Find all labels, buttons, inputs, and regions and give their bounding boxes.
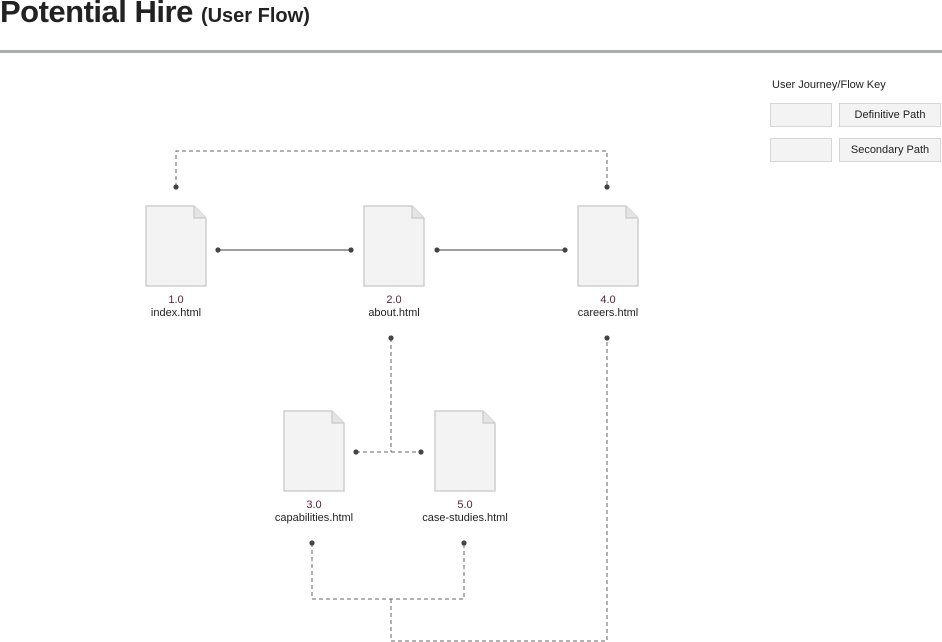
path-endpoint xyxy=(215,247,221,253)
path-endpoint xyxy=(418,449,424,455)
path-endpoint xyxy=(434,247,440,253)
secondary-path-careers-lower xyxy=(390,338,608,642)
path-endpoint xyxy=(562,247,568,253)
path-endpoint xyxy=(388,335,394,341)
path-endpoint xyxy=(604,335,610,341)
node-index[interactable]: 1.0 index.html xyxy=(121,294,231,320)
path-endpoint xyxy=(348,247,354,253)
key-sample-definitive xyxy=(770,103,832,127)
node-case-studies[interactable]: 5.0 case-studies.html xyxy=(410,499,520,525)
key-title: User Journey/Flow Key xyxy=(772,79,886,91)
page-icon-about[interactable] xyxy=(363,205,425,287)
node-file: capabilities.html xyxy=(274,512,354,524)
page-subtitle: (User Flow) xyxy=(200,5,310,27)
key-label-secondary: Secondary Path xyxy=(839,138,941,162)
page-icon-capabilities[interactable] xyxy=(283,410,345,492)
path-endpoint xyxy=(309,540,315,546)
node-file: case-studies.html xyxy=(422,512,508,524)
secondary-path-index-careers xyxy=(175,150,608,187)
path-endpoint xyxy=(353,449,359,455)
node-number: 3.0 xyxy=(306,499,322,511)
path-endpoint xyxy=(604,184,610,190)
page-title: Potential Hire (User Flow) xyxy=(0,0,310,30)
node-number: 5.0 xyxy=(457,499,473,511)
path-endpoint xyxy=(173,184,179,190)
node-number: 4.0 xyxy=(600,294,616,306)
secondary-path-lower-bracket xyxy=(311,543,465,600)
key-sample-secondary xyxy=(770,138,832,162)
page-icon-careers[interactable] xyxy=(577,205,639,287)
key-label-definitive: Definitive Path xyxy=(839,103,941,127)
node-about[interactable]: 2.0 about.html xyxy=(339,294,449,320)
node-file: index.html xyxy=(150,307,202,319)
node-careers[interactable]: 4.0 careers.html xyxy=(553,294,663,320)
page-title-main: Potential Hire xyxy=(0,0,193,29)
header-divider xyxy=(0,50,942,53)
node-number: 2.0 xyxy=(386,294,402,306)
node-file: about.html xyxy=(368,307,420,319)
path-endpoint xyxy=(461,540,467,546)
page-icon-index[interactable] xyxy=(145,205,207,287)
node-capabilities[interactable]: 3.0 capabilities.html xyxy=(259,499,369,525)
node-file: careers.html xyxy=(577,307,639,319)
node-number: 1.0 xyxy=(168,294,184,306)
page-icon-case-studies[interactable] xyxy=(434,410,496,492)
